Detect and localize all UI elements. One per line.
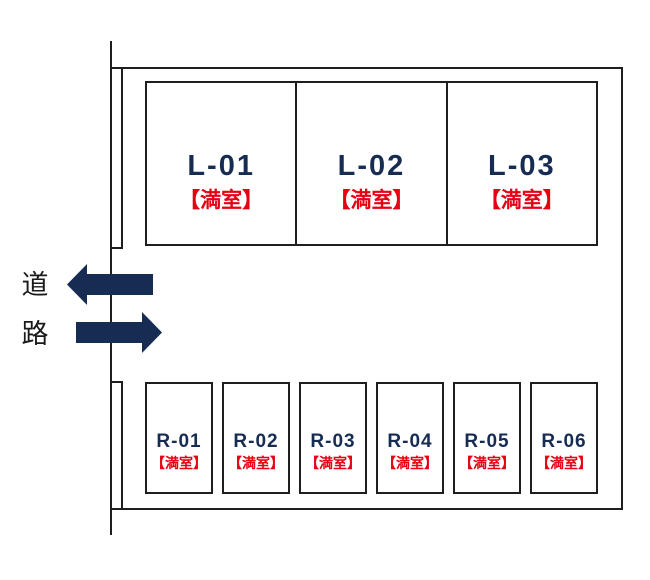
arrow-right-icon — [76, 312, 162, 353]
unit-r-01-label: R-01 — [156, 431, 202, 452]
unit-l-03-label: L-03 — [488, 150, 556, 182]
unit-l-03: L-03 【満室】 — [445, 81, 598, 246]
unit-l-01-label: L-01 — [187, 150, 255, 182]
unit-l-01-status: 【満室】 — [179, 189, 264, 212]
top-units-row: L-01 【満室】 L-02 【満室】 L-03 【満室】 — [145, 81, 598, 246]
unit-r-02: R-02 【満室】 — [222, 382, 290, 494]
unit-r-06-status: 【満室】 — [536, 455, 592, 471]
entrance-opening-bottom-edge — [110, 381, 123, 383]
boundary-left-upper-line — [121, 67, 123, 249]
unit-r-05-label: R-05 — [464, 431, 510, 452]
unit-l-01: L-01 【満室】 — [145, 81, 298, 246]
boundary-top-line — [110, 67, 623, 69]
boundary-bottom-line — [110, 508, 623, 510]
road-label-char-1: 道 — [21, 270, 49, 300]
boundary-right-line — [621, 67, 623, 510]
unit-r-01-status: 【満室】 — [151, 455, 207, 471]
unit-l-02-status: 【満室】 — [329, 189, 414, 212]
unit-r-01: R-01 【満室】 — [145, 382, 213, 494]
unit-r-02-status: 【満室】 — [228, 455, 284, 471]
unit-r-06: R-06 【満室】 — [530, 382, 598, 494]
unit-r-05: R-05 【満室】 — [453, 382, 521, 494]
unit-r-04: R-04 【満室】 — [376, 382, 444, 494]
unit-r-05-status: 【満室】 — [459, 455, 515, 471]
entrance-opening-top-edge — [110, 247, 123, 249]
bottom-units-row: R-01 【満室】 R-02 【満室】 R-03 【満室】 R-04 【満室】 … — [145, 382, 598, 494]
unit-l-02: L-02 【満室】 — [295, 81, 448, 246]
unit-r-03: R-03 【満室】 — [299, 382, 367, 494]
unit-r-02-label: R-02 — [233, 431, 279, 452]
road-label-char-2: 路 — [21, 319, 49, 349]
unit-r-04-label: R-04 — [387, 431, 433, 452]
unit-r-03-label: R-03 — [310, 431, 356, 452]
unit-l-02-label: L-02 — [337, 150, 406, 182]
unit-l-03-status: 【満室】 — [479, 189, 564, 212]
boundary-left-lower-line — [121, 381, 123, 510]
arrow-left-icon — [67, 264, 153, 305]
unit-r-03-status: 【満室】 — [305, 455, 361, 471]
unit-r-04-status: 【満室】 — [382, 455, 438, 471]
unit-r-06-label: R-06 — [541, 431, 587, 452]
